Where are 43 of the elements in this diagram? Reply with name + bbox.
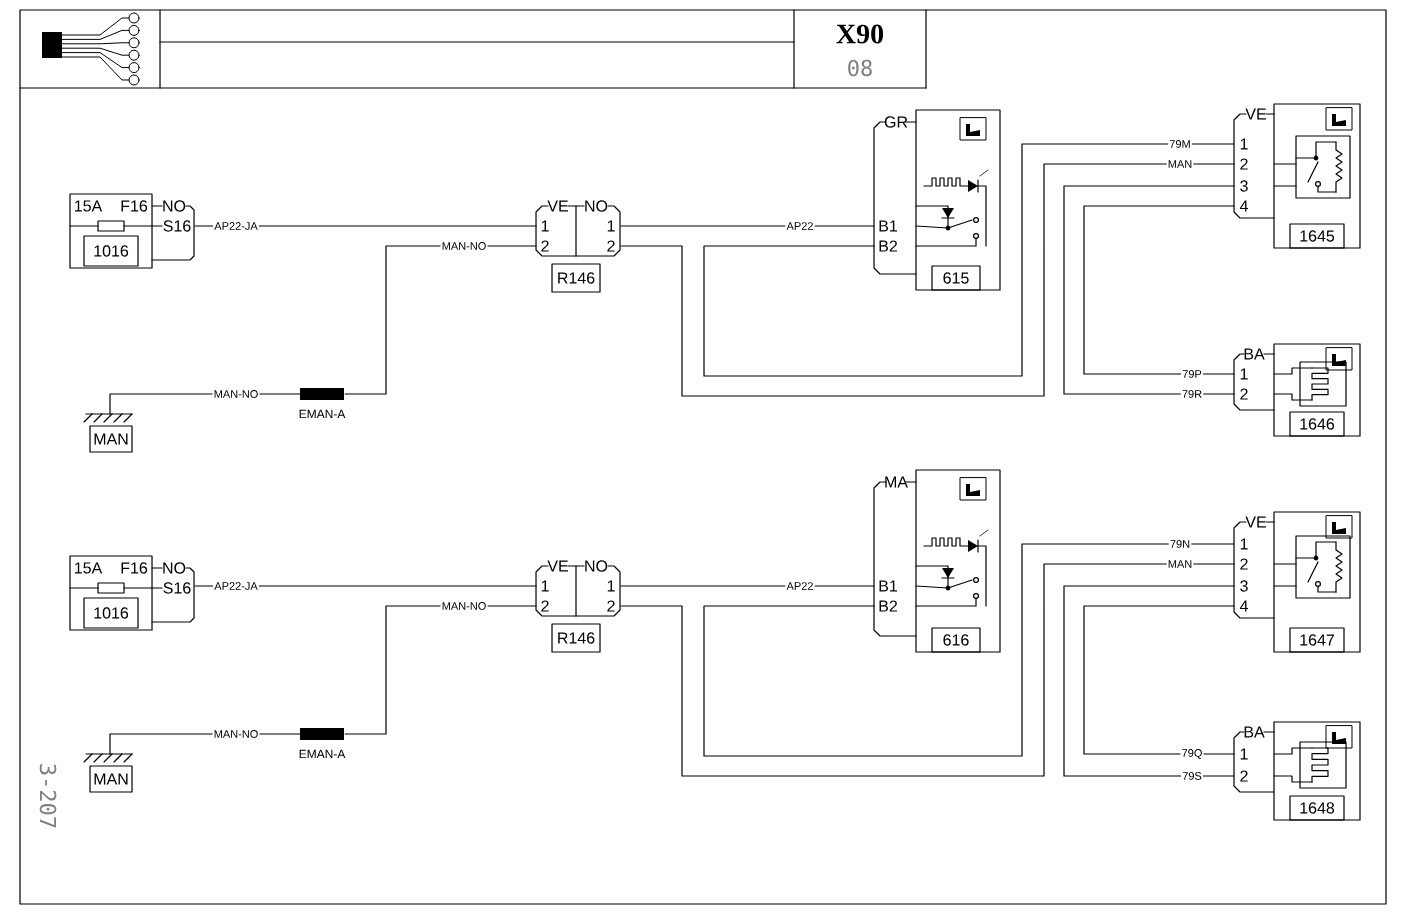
heater-box: BA 1 2 1648 xyxy=(1233,721,1361,821)
wire xyxy=(703,143,1235,377)
connector-block: VE NO 1 2 1 2 R146 xyxy=(535,200,621,293)
wire xyxy=(620,585,875,587)
wire xyxy=(703,543,1235,757)
sheet-code: 08 xyxy=(848,59,872,77)
module-box: MA B1 B2 616 xyxy=(873,469,1001,653)
node-label: 1 xyxy=(541,580,549,592)
connector-bracket: NO S16 xyxy=(151,562,195,623)
node-label: NO xyxy=(585,560,608,572)
node-label: 1 xyxy=(607,220,615,232)
wire xyxy=(109,733,301,755)
wire xyxy=(344,245,537,395)
wire xyxy=(194,585,537,587)
connector-bracket: NO S16 xyxy=(151,200,195,261)
relay-box: VE 1 2 3 4 1645 xyxy=(1233,103,1361,249)
node-label: 2 xyxy=(607,240,615,252)
wire xyxy=(1063,185,1235,395)
node-label: VE xyxy=(547,200,568,212)
wire xyxy=(620,163,1235,397)
wire xyxy=(194,225,537,227)
wire xyxy=(620,563,1235,777)
node-label: 2 xyxy=(541,600,549,612)
relay-box: VE 1 2 3 4 1647 xyxy=(1233,511,1361,653)
node-label: 2 xyxy=(607,600,615,612)
node-label: VE xyxy=(547,560,568,572)
node-label: NO xyxy=(585,200,608,212)
heater-box: BA 1 2 1646 xyxy=(1233,343,1361,437)
fuse-box: 15A F16 1016 xyxy=(69,555,153,631)
wire xyxy=(1083,605,1235,755)
wire xyxy=(1083,205,1235,375)
node-label: 1 xyxy=(541,220,549,232)
module-box: GR B1 B2 615 xyxy=(873,109,1001,291)
page-reference: 3-207 xyxy=(39,764,57,828)
sheet-number: X90 xyxy=(836,24,884,44)
connector-block: VE NO 1 2 1 2 R146 xyxy=(535,560,621,653)
wire xyxy=(344,605,537,735)
wire xyxy=(1063,585,1235,777)
wire xyxy=(109,393,301,415)
node-label: 2 xyxy=(541,240,549,252)
fuse-box: 15A F16 1016 xyxy=(69,193,153,269)
node-label: 1 xyxy=(607,580,615,592)
wire xyxy=(620,225,875,227)
